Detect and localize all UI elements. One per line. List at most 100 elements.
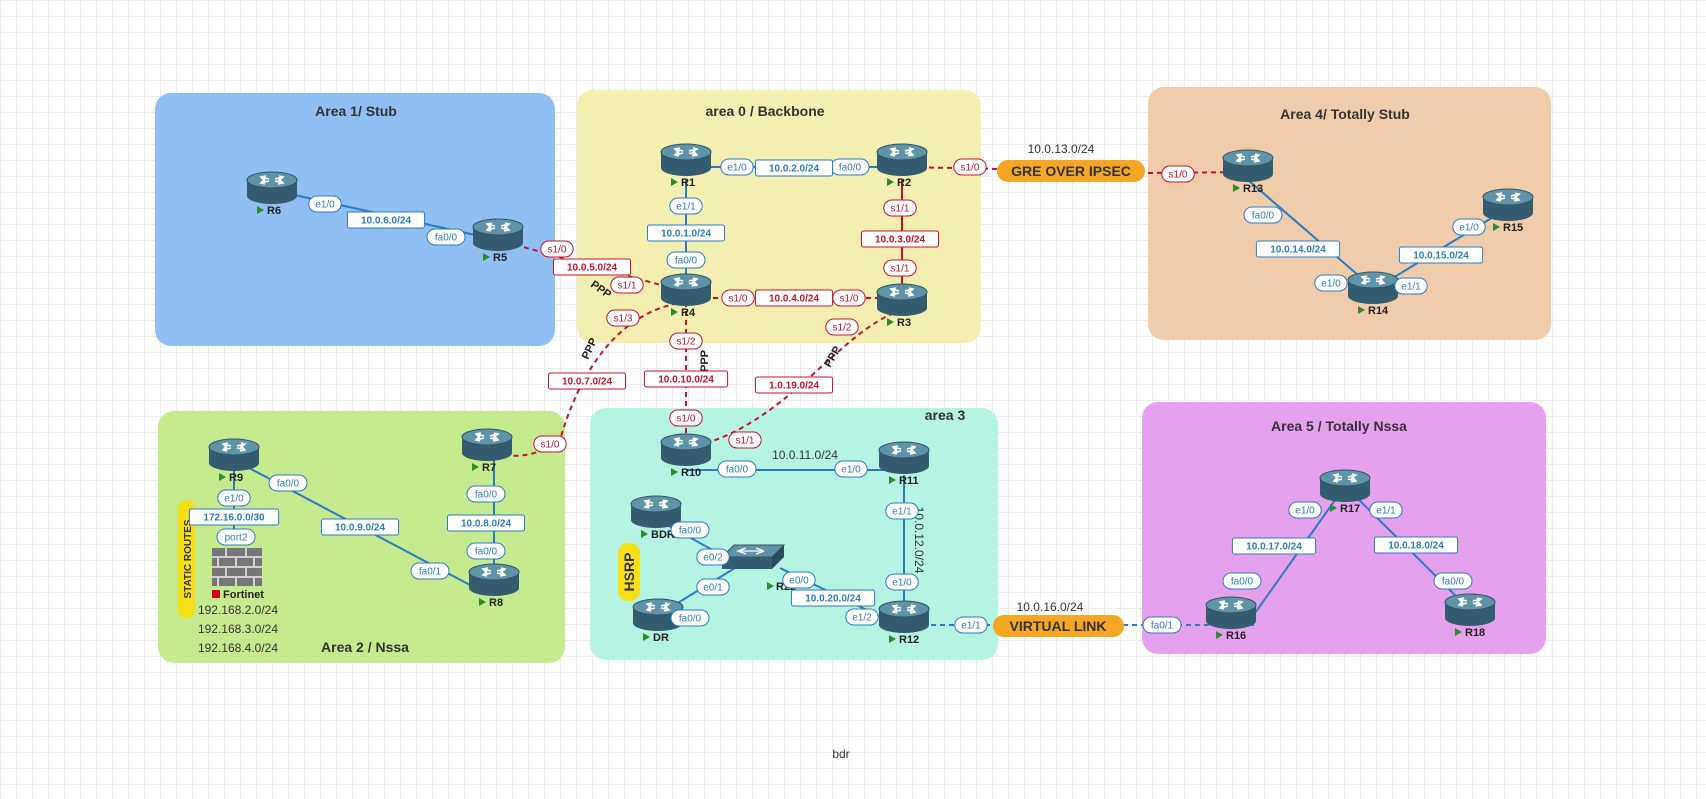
status-arrow-icon: [1358, 306, 1365, 314]
svg-text:s1/3: s1/3: [614, 314, 633, 325]
svg-text:e1/0: e1/0: [892, 578, 912, 589]
router-r9[interactable]: R9: [208, 438, 260, 484]
router-r17[interactable]: R17: [1319, 469, 1371, 515]
router-r7[interactable]: R7: [461, 428, 513, 474]
router-r3[interactable]: R3: [876, 283, 928, 329]
status-arrow-icon: [887, 178, 894, 186]
router-label: R18: [1455, 627, 1485, 639]
svg-text:s1/1: s1/1: [736, 436, 755, 447]
router-r10[interactable]: R10: [660, 433, 712, 479]
router-r13[interactable]: R13: [1222, 149, 1274, 195]
network-label: 10.0.7.0/24: [547, 372, 627, 390]
network-label: 10.0.3.0/24: [860, 230, 940, 248]
fortinet-firewall[interactable]: Fortinet: [212, 548, 264, 601]
router-r6[interactable]: R6: [246, 171, 298, 217]
svg-text:s1/1: s1/1: [618, 281, 637, 292]
status-arrow-icon: [887, 318, 894, 326]
svg-text:fa0/0: fa0/0: [675, 256, 698, 267]
interface-label: fa0/0: [268, 474, 308, 492]
network-label: 10.0.2.0/24: [754, 159, 834, 177]
router-label: R16: [1216, 630, 1246, 642]
router-label: R17: [1330, 503, 1360, 515]
interface-label: s1/0: [953, 158, 987, 176]
status-arrow-icon: [479, 598, 486, 606]
interface-label: e1/0: [885, 573, 919, 591]
status-arrow-icon: [1493, 223, 1500, 231]
svg-text:10.0.18.0/24: 10.0.18.0/24: [1388, 541, 1444, 552]
router-r14[interactable]: R14: [1347, 271, 1399, 317]
network-label: 1.0.19.0/24: [754, 376, 834, 394]
interface-label: e1/0: [1288, 501, 1322, 519]
interface-label: fa0/0: [666, 251, 706, 269]
net-12-label: 10.0.12.0/24: [912, 507, 926, 574]
net-16-label: 10.0.16.0/24: [1017, 600, 1084, 614]
svg-text:e1/1: e1/1: [1401, 282, 1421, 293]
router-r11[interactable]: R11: [878, 441, 930, 487]
network-label: 10.0.5.0/24: [552, 258, 632, 276]
router-r1[interactable]: R1: [660, 143, 712, 189]
router-r4[interactable]: R4: [660, 273, 712, 319]
interface-label: e0/0: [782, 571, 816, 589]
switch-r22[interactable]: [720, 544, 786, 569]
area1-title: Area 1/ Stub: [315, 103, 397, 119]
router-r16[interactable]: R16: [1205, 596, 1257, 642]
interface-label: e1/1: [1394, 277, 1428, 295]
svg-text:e1/1: e1/1: [961, 621, 981, 632]
router-name: R4: [681, 307, 696, 319]
status-arrow-icon: [671, 308, 678, 316]
router-name: R5: [493, 252, 507, 264]
router-r2[interactable]: R2: [876, 143, 928, 189]
interface-label: fa0/1: [410, 562, 450, 580]
svg-text:s1/2: s1/2: [833, 323, 852, 334]
interface-label: s1/2: [669, 332, 703, 350]
svg-text:10.0.6.0/24: 10.0.6.0/24: [361, 216, 411, 227]
router-r18[interactable]: R18: [1444, 593, 1496, 639]
svg-text:e0/1: e0/1: [703, 583, 723, 594]
svg-text:fa0/0: fa0/0: [839, 163, 862, 174]
area5-box: [1142, 402, 1546, 654]
svg-text:s1/0: s1/0: [541, 440, 560, 451]
router-name: R11: [899, 475, 919, 487]
svg-text:fa0/0: fa0/0: [475, 490, 498, 501]
svg-text:e1/0: e1/0: [727, 163, 747, 174]
router-r5[interactable]: R5: [472, 218, 524, 264]
route-label: 192.168.3.0/24: [198, 622, 278, 636]
router-dr[interactable]: DR: [632, 598, 684, 644]
interface-label: e1/1: [669, 197, 703, 215]
svg-text:e0/2: e0/2: [703, 553, 723, 564]
svg-text:s1/1: s1/1: [891, 204, 910, 215]
interface-label: s1/1: [728, 431, 762, 449]
interface-label: s1/0: [533, 435, 567, 453]
svg-text:s1/1: s1/1: [891, 264, 910, 275]
static-routes-tag: STATIC ROUTES: [178, 500, 195, 618]
interface-label: e1/0: [720, 158, 754, 176]
hsrp-tag: HSRP: [618, 543, 640, 601]
svg-text:e1/0: e1/0: [1295, 506, 1315, 517]
interface-label: fa0/0: [830, 158, 870, 176]
router-r8[interactable]: R8: [468, 563, 520, 609]
svg-text:fa0/0: fa0/0: [475, 547, 498, 558]
network-label: 10.0.14.0/24: [1255, 240, 1341, 258]
svg-text:fa0/0: fa0/0: [435, 233, 458, 244]
router-label: R14: [1358, 305, 1389, 317]
interface-label: fa0/0: [426, 228, 466, 246]
svg-text:10.0.4.0/24: 10.0.4.0/24: [769, 294, 819, 305]
interface-label: e1/2: [845, 608, 879, 626]
interface-label: e1/1: [954, 616, 988, 634]
router-name: R2: [897, 177, 911, 189]
router-r15[interactable]: R15: [1482, 188, 1534, 234]
interface-label: e1/0: [217, 489, 251, 507]
router-label: R13: [1233, 183, 1263, 195]
router-name: R8: [489, 597, 503, 609]
svg-text:s1/0: s1/0: [548, 245, 567, 256]
status-arrow-icon: [1330, 504, 1337, 512]
interface-label: s1/0: [540, 240, 574, 258]
ppp-label: PPP: [580, 336, 600, 361]
svg-text:fa0/1: fa0/1: [419, 567, 442, 578]
status-arrow-icon: [671, 468, 678, 476]
router-bdr[interactable]: BDR: [630, 495, 682, 541]
router-r12[interactable]: R12: [878, 600, 930, 646]
svg-text:s1/2: s1/2: [677, 337, 696, 348]
svg-text:e1/0: e1/0: [841, 465, 861, 476]
interface-label: s1/3: [606, 309, 640, 327]
